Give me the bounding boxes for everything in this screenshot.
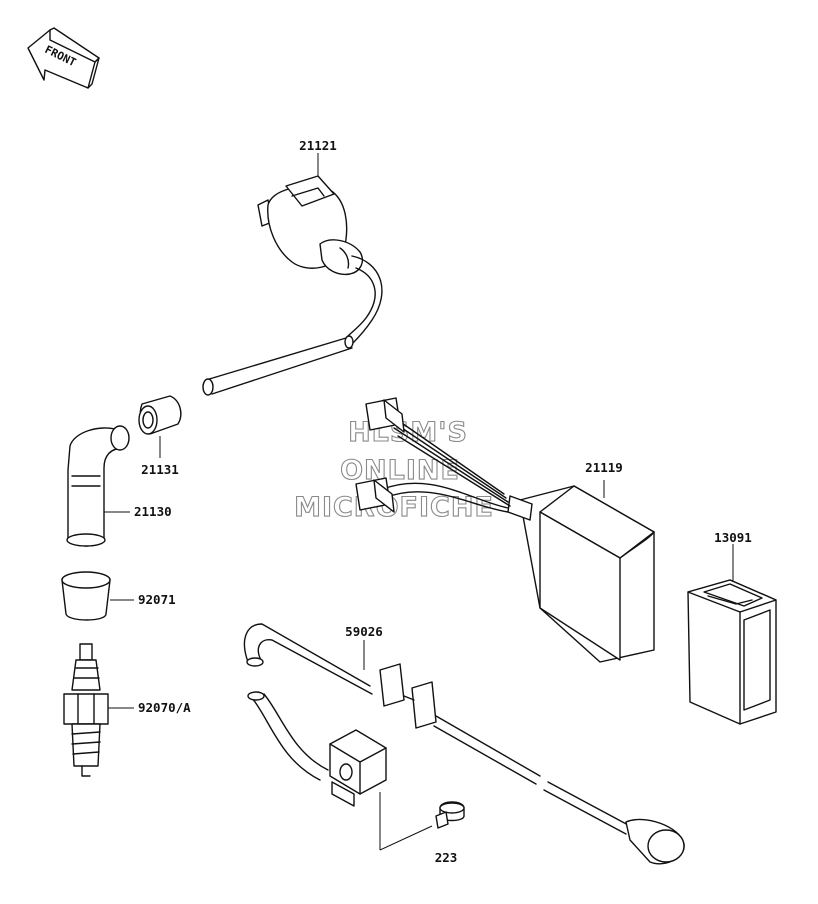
cdi-unit: 21119 bbox=[355, 397, 655, 663]
part-label-plug-boot: 92071 bbox=[138, 592, 176, 607]
spark-plug-cap: 21130 bbox=[66, 425, 172, 547]
part-label-ignition-coil: 21121 bbox=[299, 138, 337, 153]
spark-plug: 92070/A bbox=[63, 643, 191, 777]
plug-boot: 92071 bbox=[61, 571, 176, 621]
part-label-spark-plug: 92070/A bbox=[138, 700, 191, 715]
part-label-cdi-unit: 21119 bbox=[585, 460, 623, 475]
plug-cap-seal: 21131 bbox=[138, 395, 182, 477]
ignition-coil: 21121 bbox=[202, 138, 383, 396]
part-label-battery-box: 13091 bbox=[714, 530, 752, 545]
part-label-wiring-harness: 59026 bbox=[345, 624, 383, 639]
watermark-line2: ONLINE bbox=[340, 455, 460, 486]
front-arrow: FRONT bbox=[27, 27, 100, 89]
part-label-bolt: 223 bbox=[435, 850, 458, 865]
part-label-plug-cap-seal: 21131 bbox=[141, 462, 179, 477]
bolt: 223 bbox=[379, 792, 465, 865]
battery-box: 13091 bbox=[687, 530, 777, 725]
wiring-harness: 59026 bbox=[243, 623, 685, 865]
part-label-spark-plug-cap: 21130 bbox=[134, 504, 172, 519]
